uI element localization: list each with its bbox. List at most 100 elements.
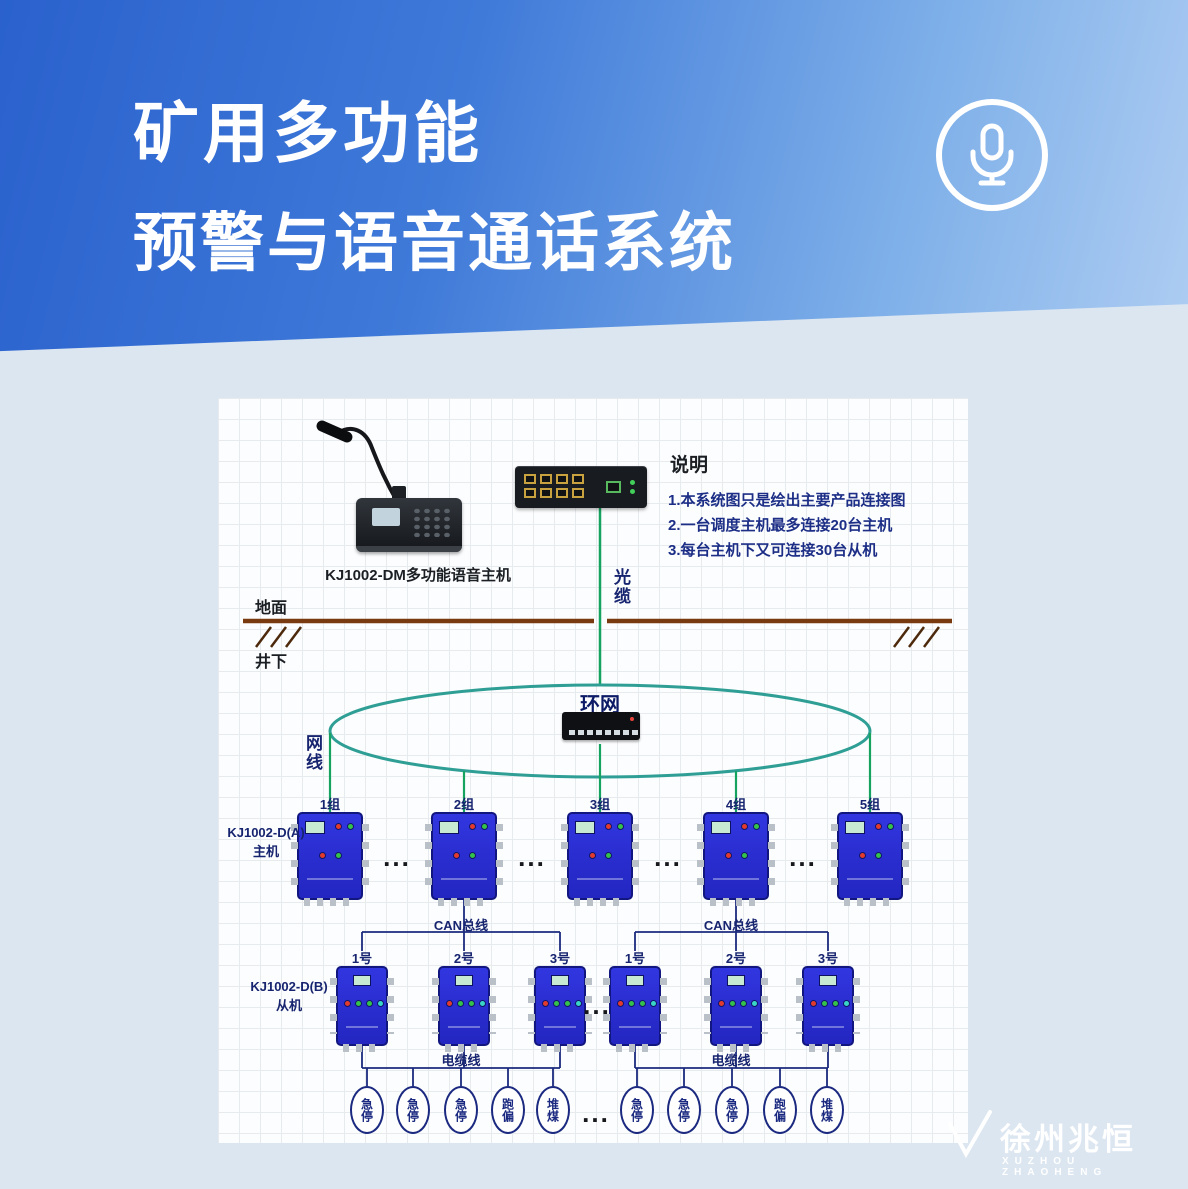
group-label-3: 3组: [589, 797, 611, 812]
device-button: [725, 852, 732, 859]
device-led: [344, 1000, 351, 1007]
slave-device-2: [432, 966, 496, 1052]
device-connectors-left: [291, 824, 298, 888]
group-label-2: 2组: [453, 797, 475, 812]
host-device-3: [561, 812, 639, 906]
host-device-1: [291, 812, 369, 906]
device-connectors-right: [632, 824, 639, 888]
device-connectors-bottom: [844, 898, 896, 906]
slave-role-label: 从机: [275, 998, 302, 1013]
sensor-estop-6: 急停: [715, 1086, 749, 1134]
device-led: [810, 1000, 817, 1007]
ellipsis: ...: [583, 990, 611, 1020]
slave-label-6: 3号: [817, 951, 839, 966]
device-screen: [353, 975, 371, 986]
cable-label-2: 电缆线: [711, 1053, 751, 1068]
device-screen: [727, 975, 745, 986]
host-model-label: KJ1002-D(A): [227, 825, 305, 840]
device-led: [617, 1000, 624, 1007]
device-connectors-left: [603, 978, 610, 1034]
can-bus-label-1: CAN总线: [433, 918, 489, 933]
device-led: [741, 823, 748, 830]
page-title-line2: 预警与语音通话系统: [133, 207, 736, 279]
device-led: [553, 1000, 560, 1007]
ellipsis: ...: [789, 842, 817, 872]
slave-device-4: [603, 966, 667, 1052]
device-connectors-right: [853, 978, 860, 1034]
device-connectors-bottom: [616, 1044, 654, 1052]
device-led: [718, 1000, 725, 1007]
note-item-1: 1.本系统图只是绘出主要产品连接图: [668, 492, 906, 509]
slave-label-5: 2号: [725, 951, 747, 966]
device-button: [605, 852, 612, 859]
device-led: [355, 1000, 362, 1007]
host-role-label: 主机: [252, 844, 279, 859]
device-led: [335, 823, 342, 830]
sensor-estop-5: 急停: [667, 1086, 701, 1134]
device-screen: [551, 975, 569, 986]
switch-led: [630, 480, 635, 485]
device-led: [639, 1000, 646, 1007]
device-led: [821, 1000, 828, 1007]
device-button: [319, 852, 326, 859]
device-screen: [305, 821, 325, 834]
device-led: [446, 1000, 453, 1007]
device-connectors-right: [902, 824, 909, 888]
device-connectors-bottom: [343, 1044, 381, 1052]
device-button: [589, 852, 596, 859]
device-led: [605, 823, 612, 830]
device-connectors-right: [362, 824, 369, 888]
device-led: [617, 823, 624, 830]
slave-device-1: [330, 966, 394, 1052]
cable-label-1: 电缆线: [441, 1053, 481, 1068]
device-led: [457, 1000, 464, 1007]
net-cable-label: 网线: [303, 734, 322, 772]
device-connectors-bottom: [809, 1044, 847, 1052]
device-led: [875, 823, 882, 830]
slave-model-label: KJ1002-D(B): [250, 979, 328, 994]
sensor-coalpile-1: 堆煤: [536, 1086, 570, 1134]
sensor-estop-4: 急停: [620, 1086, 654, 1134]
device-connectors-bottom: [710, 898, 762, 906]
slave-device-5: [704, 966, 768, 1052]
device-screen: [455, 975, 473, 986]
sensor-estop-3: 急停: [444, 1086, 478, 1134]
device-connectors-bottom: [541, 1044, 579, 1052]
device-connectors-right: [585, 978, 592, 1034]
device-led: [479, 1000, 486, 1007]
ellipsis: ...: [518, 842, 546, 872]
device-connectors-bottom: [445, 1044, 483, 1052]
console-front: [356, 546, 462, 552]
device-led: [628, 1000, 635, 1007]
sensor-label: 跑偏: [500, 1098, 515, 1122]
device-screen: [439, 821, 459, 834]
device-connectors-left: [796, 978, 803, 1034]
sensor-label: 堆煤: [545, 1098, 560, 1122]
device-connectors-right: [660, 978, 667, 1034]
device-connectors-left: [330, 978, 337, 1034]
device-button: [469, 852, 476, 859]
ellipsis: ...: [654, 842, 682, 872]
device-connectors-left: [831, 824, 838, 888]
host-device-5: [831, 812, 909, 906]
device-button: [453, 852, 460, 859]
sensor-label: 急停: [405, 1098, 420, 1122]
brand-logo: [948, 1110, 992, 1159]
device-led: [740, 1000, 747, 1007]
device-connectors-left: [561, 824, 568, 888]
device-button: [859, 852, 866, 859]
slave-label-4: 1号: [624, 951, 646, 966]
device-screen: [819, 975, 837, 986]
console-screen: [372, 508, 400, 526]
device-led: [753, 823, 760, 830]
ring-switch-device: [562, 712, 640, 740]
device-terminal: [441, 878, 487, 880]
sensor-coalpile-2: 堆煤: [810, 1086, 844, 1134]
network-switch-device: [515, 466, 647, 508]
device-led: [481, 823, 488, 830]
device-led: [347, 823, 354, 830]
device-terminal: [544, 1026, 576, 1028]
brand-name-en: XUZHOU ZHAOHENG: [1002, 1156, 1108, 1178]
page-title-line1: 矿用多功能: [133, 96, 483, 170]
